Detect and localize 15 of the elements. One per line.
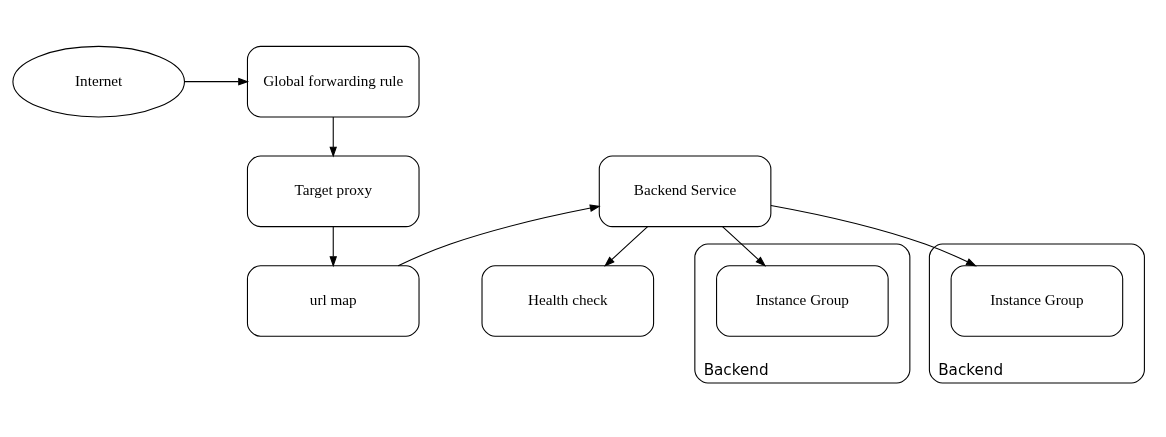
node-box: url map	[246, 264, 420, 337]
node-box: Target proxy	[246, 154, 420, 227]
arrow	[184, 77, 250, 85]
arrow	[397, 203, 601, 266]
node-box: Health check	[481, 264, 655, 337]
node-ellipse: Internet	[12, 45, 186, 117]
node-box: Backend Service	[598, 154, 772, 227]
arrow	[721, 225, 767, 267]
node-box: Instance Group	[950, 264, 1124, 337]
arrow	[770, 204, 977, 266]
node-box: Instance Group	[716, 264, 889, 337]
arrow	[604, 225, 649, 267]
arrow	[329, 225, 338, 267]
node-box: Global forwarding rule	[246, 45, 420, 117]
arrow	[329, 116, 338, 157]
